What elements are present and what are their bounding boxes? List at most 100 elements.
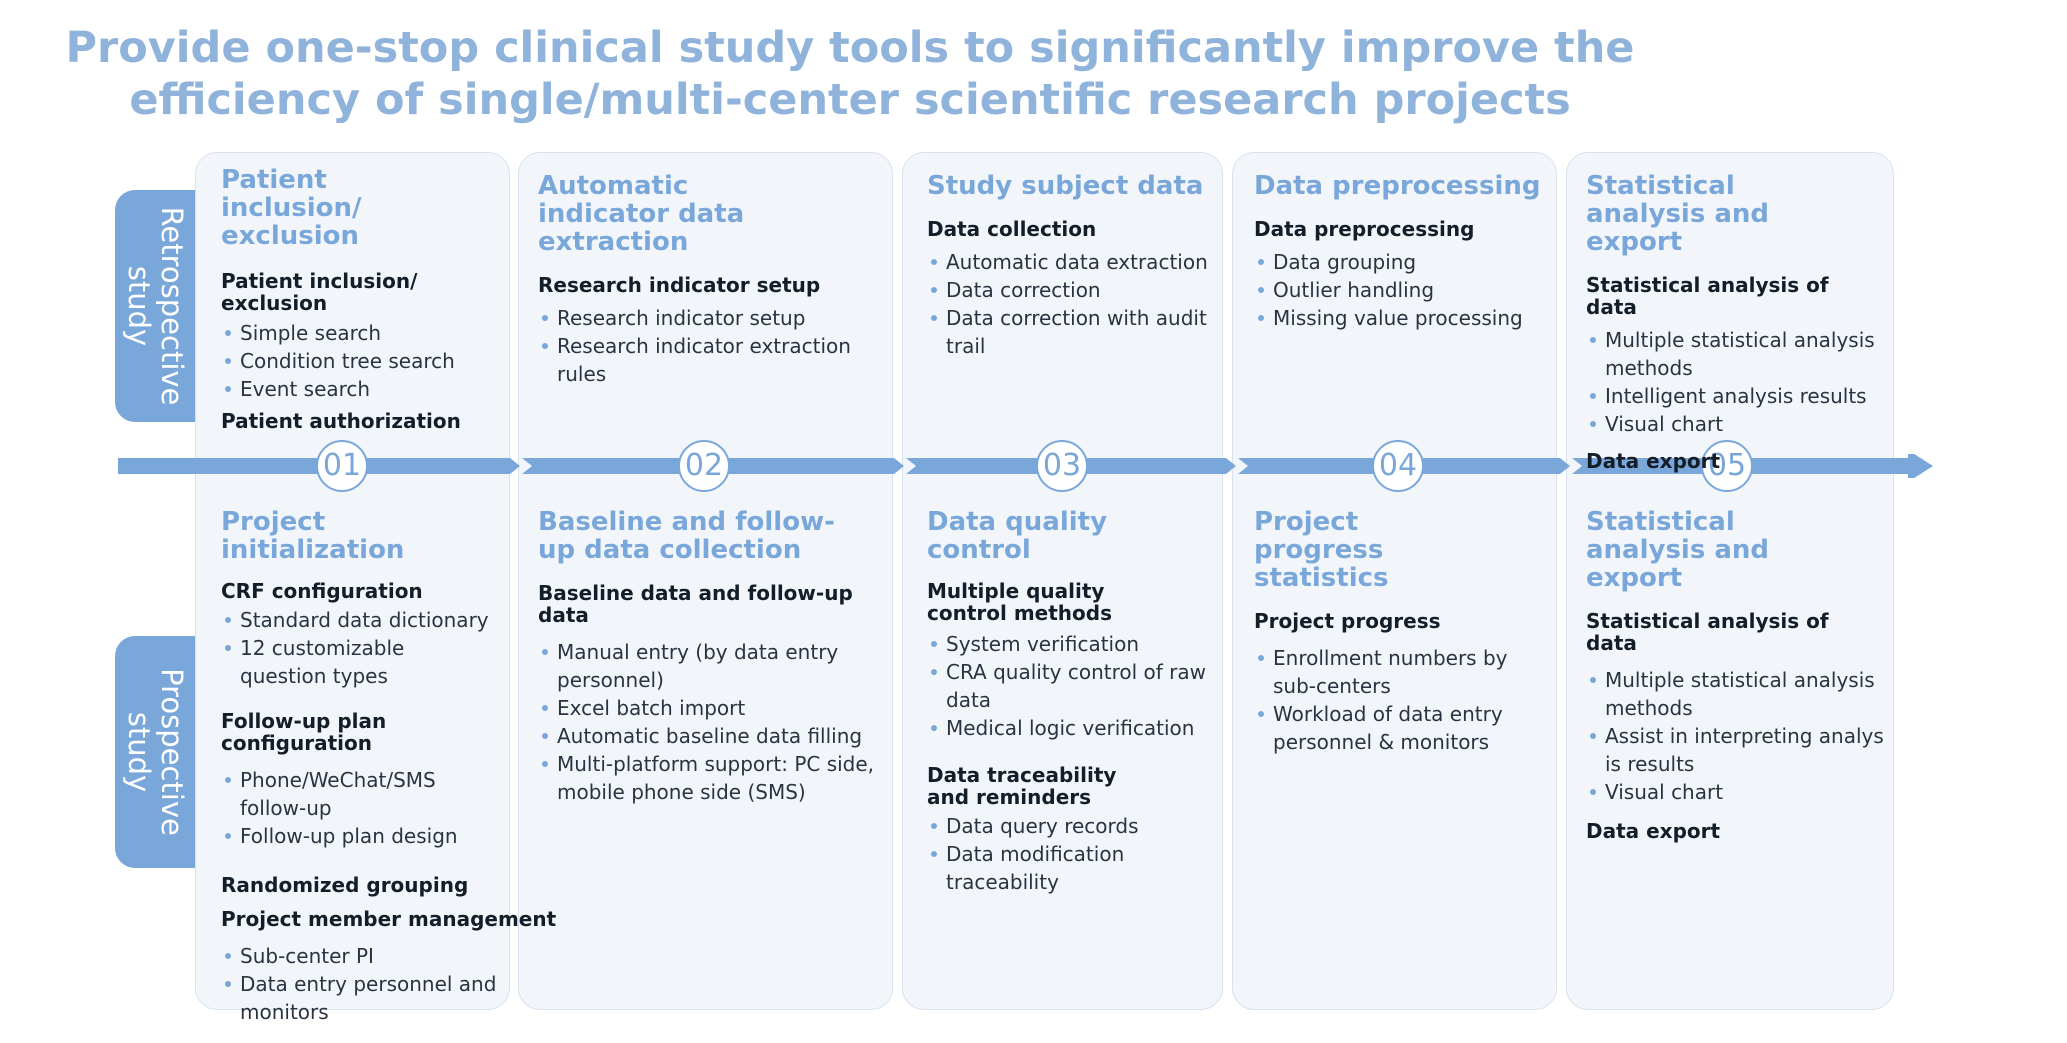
- step-5-top-cell: Statistical analysis and export Statisti…: [1586, 172, 1886, 472]
- list-item: Multiple statistical analysis methods: [1586, 666, 1886, 722]
- step-3-bottom-cell: Data quality control Multiple quality co…: [927, 508, 1217, 896]
- list-item: Data entry personnel and monitors: [221, 970, 500, 1026]
- bullet-list: Data query records Data modification tra…: [927, 812, 1217, 896]
- step-2-top-group-1: Research indicator setup Research indica…: [538, 274, 883, 388]
- step-3-top-group-1: Data collection Automatic data extractio…: [927, 218, 1217, 360]
- step-5-top-heading: Statistical analysis and export: [1586, 171, 1770, 257]
- step-4-top-cell: Data preprocessing Data preprocessing Da…: [1254, 172, 1549, 332]
- step-5-bottom-group-1: Statistical analysis of data Multiple st…: [1586, 610, 1886, 806]
- step-column-3: [902, 152, 1223, 1010]
- step-4-bottom-heading: Project progress statistics: [1254, 507, 1389, 593]
- bullet-list: Multiple statistical analysis methods In…: [1586, 326, 1886, 438]
- step-3-bottom-group-2: Data traceability and reminders Data que…: [927, 764, 1217, 896]
- step-1-top-group-2: Patient authorization: [221, 410, 505, 432]
- title-line-2: efficiency of single/multi-center scient…: [129, 75, 1571, 125]
- list-item: Data grouping: [1254, 248, 1549, 276]
- step-2-bottom-group-1: Baseline data and follow-up data Manual …: [538, 582, 883, 806]
- step-number-05: 05: [1701, 440, 1753, 492]
- bullet-list: Standard data dictionary 12 customizable…: [221, 606, 511, 690]
- step-1-bottom-group-4: Project member management Sub-center PI …: [221, 907, 557, 1026]
- list-item: Phone/WeChat/SMS follow-up: [221, 766, 450, 822]
- step-number-02: 02: [678, 440, 730, 492]
- group-subheading: Research indicator setup: [538, 273, 821, 297]
- group-subheading: Statistical analysis of data: [1586, 609, 1829, 655]
- list-item: Research indicator extraction rules: [538, 332, 883, 388]
- step-1-bottom-heading: Project initialization: [221, 507, 405, 565]
- bullet-list: Manual entry (by data entry personnel) E…: [538, 638, 883, 806]
- bullet-list: System verification CRA quality control …: [927, 630, 1217, 742]
- step-2-bottom-heading: Baseline and follow-up data collection: [538, 507, 835, 565]
- bullet-list: Multiple statistical analysis methods As…: [1586, 666, 1886, 806]
- step-5-top-group-2: Data export: [1586, 450, 1886, 472]
- bullet-list: Data grouping Outlier handling Missing v…: [1254, 248, 1549, 332]
- group-subheading: Patient inclusion/ exclusion: [221, 269, 418, 315]
- bullet-list: Phone/WeChat/SMS follow-up Follow-up pla…: [221, 766, 511, 850]
- bullet-list: Research indicator setup Research indica…: [538, 304, 883, 388]
- step-1-bottom-group-1: CRF configuration Standard data dictiona…: [221, 580, 511, 690]
- bullet-list: Sub-center PI Data entry personnel and m…: [221, 942, 511, 1026]
- bullet-list: Enrollment numbers by sub-centers Worklo…: [1254, 644, 1549, 756]
- step-1-top-cell: Patient inclusion/ exclusion Patient inc…: [221, 166, 505, 432]
- list-item: Medical logic verification: [927, 714, 1217, 742]
- group-subheading: Data traceability and reminders: [927, 763, 1117, 809]
- step-5-bottom-cell: Statistical analysis and export Statisti…: [1586, 508, 1886, 842]
- group-subheading: Data preprocessing: [1254, 217, 1475, 241]
- step-5-bottom-group-2: Data export: [1586, 820, 1886, 842]
- step-5-top-group-1: Statistical analysis of data Multiple st…: [1586, 274, 1886, 438]
- step-4-bottom-cell: Project progress statistics Project prog…: [1254, 508, 1549, 756]
- step-number-04: 04: [1372, 440, 1424, 492]
- step-column-1: [195, 152, 510, 1010]
- step-2-bottom-cell: Baseline and follow-up data collection B…: [538, 508, 883, 806]
- step-number-03: 03: [1036, 440, 1088, 492]
- list-item: Multi-platform support: PC side, mobile …: [538, 750, 902, 806]
- list-item: Data correction with audit trail: [927, 304, 1217, 360]
- step-column-5: [1566, 152, 1894, 1010]
- step-1-top-heading: Patient inclusion/ exclusion: [221, 165, 362, 251]
- page-title: Provide one-stop clinical study tools to…: [0, 22, 1700, 126]
- group-subheading: Randomized grouping: [221, 873, 469, 897]
- step-4-top-group-1: Data preprocessing Data grouping Outlier…: [1254, 218, 1549, 332]
- list-item: Visual chart: [1586, 410, 1886, 438]
- group-subheading: Data export: [1586, 819, 1721, 843]
- group-subheading: Baseline data and follow-up data: [538, 581, 853, 627]
- step-5-bottom-heading: Statistical analysis and export: [1586, 507, 1770, 593]
- step-1-bottom-group-3: Randomized grouping: [221, 874, 511, 896]
- list-item: 12 customizable question types: [221, 634, 490, 690]
- list-item: Data correction: [927, 276, 1217, 304]
- step-column-4: [1232, 152, 1557, 1010]
- step-1-top-group-1: Patient inclusion/ exclusion Simple sear…: [221, 270, 505, 403]
- bullet-list: Simple search Condition tree search Even…: [221, 319, 505, 403]
- retrospective-study-label: Retrospective study: [122, 206, 189, 406]
- step-3-top-cell: Study subject data Data collection Autom…: [927, 172, 1217, 360]
- list-item: Manual entry (by data entry personnel): [538, 638, 857, 694]
- list-item: Automatic data extraction: [927, 248, 1217, 276]
- step-3-top-heading: Study subject data: [927, 171, 1204, 201]
- group-subheading: Project member management: [221, 907, 557, 931]
- list-item: Data query records: [927, 812, 1217, 840]
- prospective-study-label: Prospective study: [122, 668, 189, 836]
- list-item: Follow-up plan design: [221, 822, 511, 850]
- step-1-bottom-group-2: Follow-up plan configuration Phone/WeCha…: [221, 710, 511, 850]
- step-2-top-cell: Automatic indicator data extraction Rese…: [538, 172, 883, 388]
- list-item: Workload of data entry personnel & monit…: [1254, 700, 1533, 756]
- list-item: Simple search: [221, 319, 505, 347]
- step-1-bottom-cell: Project initialization CRF configuration…: [221, 507, 557, 1026]
- title-line-1: Provide one-stop clinical study tools to…: [65, 23, 1635, 73]
- list-item: Assist in interpreting analys is results: [1586, 722, 1886, 778]
- list-item: System verification: [927, 630, 1217, 658]
- list-item: Enrollment numbers by sub-centers: [1254, 644, 1533, 700]
- step-column-2: [518, 152, 893, 1010]
- group-subheading: Data export: [1586, 449, 1721, 473]
- list-item: CRA quality control of raw data: [927, 658, 1216, 714]
- list-item: Missing value processing: [1254, 304, 1549, 332]
- group-subheading: CRF configuration: [221, 579, 423, 603]
- step-2-top-heading: Automatic indicator data extraction: [538, 171, 745, 257]
- step-4-top-heading: Data preprocessing: [1254, 171, 1541, 201]
- list-item: Data modification traceability: [927, 840, 1146, 896]
- group-subheading: Statistical analysis of data: [1586, 273, 1829, 319]
- list-item: Standard data dictionary: [221, 606, 511, 634]
- step-number-01: 01: [316, 440, 368, 492]
- list-item: Outlier handling: [1254, 276, 1549, 304]
- retrospective-study-tab: Retrospective study: [115, 190, 195, 422]
- list-item: Excel batch import: [538, 694, 883, 722]
